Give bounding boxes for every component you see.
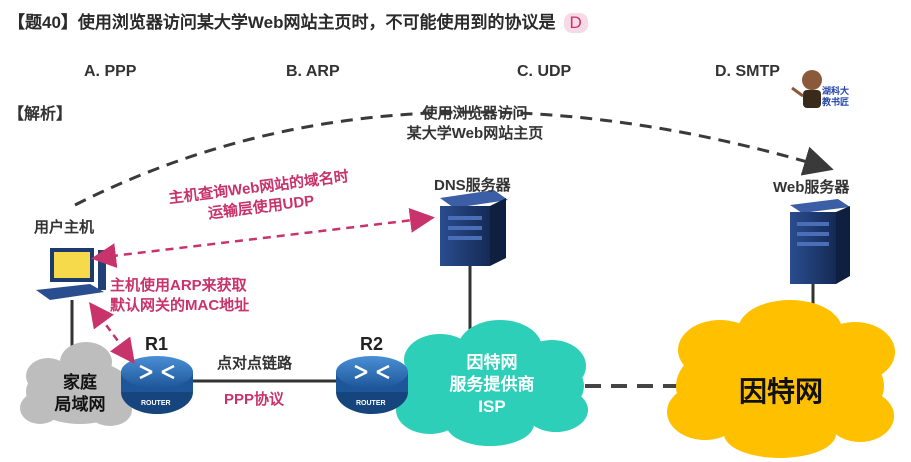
browse-label: 使用浏览器访问 某大学Web网站主页	[406, 105, 544, 142]
option-a: A. PPP	[84, 63, 137, 80]
option-d: D. SMTP	[715, 63, 780, 80]
teacher-badge: 湖科大 教书匠	[822, 86, 850, 107]
router-r2	[336, 356, 408, 414]
dns-server-icon	[440, 190, 508, 266]
user-host-label: 用户主机	[34, 219, 95, 236]
teacher-avatar	[791, 70, 822, 108]
dns-udp-arrow	[91, 207, 435, 269]
r1-router-tag: ROUTER	[141, 400, 171, 407]
browse-arrow	[74, 110, 834, 207]
option-c: C. UDP	[517, 63, 572, 80]
web-server-label: Web服务器	[773, 179, 850, 196]
computer-icon	[36, 248, 106, 300]
isp-label: 因特网 服务提供商 ISP	[449, 353, 535, 416]
ppp-protocol-label: PPP协议	[224, 391, 285, 408]
home-lan-label: 家庭 局域网	[54, 373, 106, 414]
arp-note: 主机使用ARP来获取 默认网关的MAC地址	[110, 277, 250, 314]
option-b: B. ARP	[286, 63, 340, 80]
question-title: 【题40】使用浏览器访问某大学Web网站主页时，不可能使用到的协议是 D	[8, 8, 588, 33]
web-server-icon	[790, 199, 850, 284]
analysis-label: 【解析】	[8, 106, 73, 123]
isp-cloud	[396, 320, 588, 446]
r2-router-tag: ROUTER	[356, 400, 386, 407]
router-r1	[121, 356, 193, 414]
dns-server-label: DNS服务器	[434, 177, 511, 194]
p2p-link-label: 点对点链路	[217, 355, 293, 372]
internet-cloud	[667, 300, 895, 458]
r2-label: R2	[360, 334, 384, 354]
internet-label: 因特网	[738, 376, 823, 407]
r1-label: R1	[145, 334, 169, 354]
answer-badge: D	[563, 13, 588, 33]
question-text: 【题40】使用浏览器访问某大学Web网站主页时，不可能使用到的协议是	[8, 13, 556, 32]
